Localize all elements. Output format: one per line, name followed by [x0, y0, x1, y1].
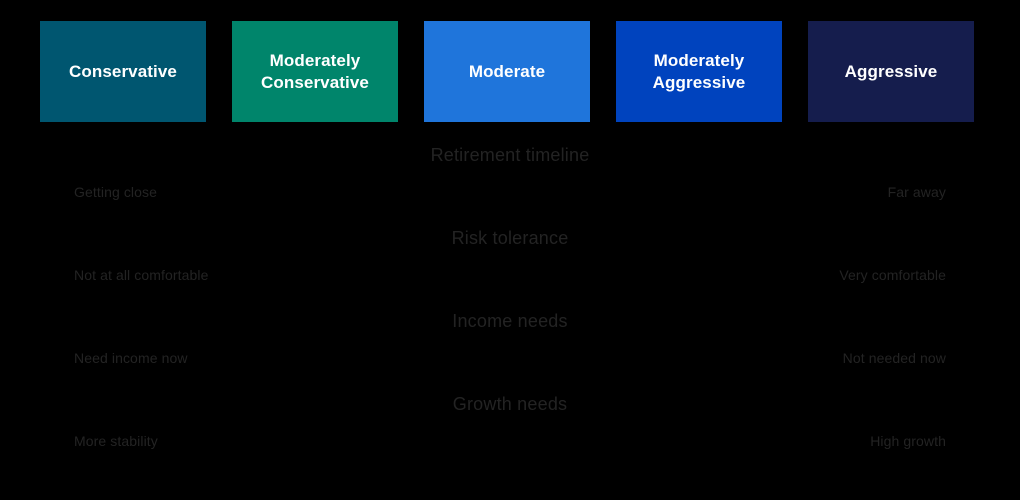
factor-slider-list: Retirement timeline Getting close Far aw…: [0, 140, 1020, 472]
risk-profile-label: Moderately Aggressive: [652, 51, 746, 92]
factor-title: Risk tolerance: [451, 228, 569, 248]
factor-right-label[interactable]: High growth: [870, 433, 946, 449]
factor-endpoints: More stability High growth: [74, 433, 946, 449]
factor-right-label[interactable]: Not needed now: [842, 350, 946, 366]
risk-profile-aggressive[interactable]: Aggressive: [808, 21, 974, 122]
risk-profile-row: Conservative Moderately Conservative Mod…: [0, 21, 1020, 122]
factor-right-label[interactable]: Very comfortable: [839, 267, 946, 283]
factor-growth-needs: Growth needs More stability High growth: [0, 389, 1020, 472]
factor-slider-track[interactable]: [74, 295, 946, 297]
factor-risk-tolerance: Risk tolerance Not at all comfortable Ve…: [0, 223, 1020, 306]
risk-profile-moderate[interactable]: Moderate: [424, 21, 590, 122]
factor-endpoints: Getting close Far away: [74, 184, 946, 200]
factor-title: Income needs: [452, 311, 568, 331]
factor-income-needs: Income needs Need income now Not needed …: [0, 306, 1020, 389]
factor-right-label[interactable]: Far away: [887, 184, 946, 200]
factor-title: Retirement timeline: [430, 145, 590, 165]
risk-profile-label: Moderately Conservative: [261, 51, 369, 92]
factor-retirement-timeline: Retirement timeline Getting close Far aw…: [0, 140, 1020, 223]
factor-slider-track[interactable]: [74, 212, 946, 214]
risk-profile-label: Moderate: [468, 61, 546, 81]
factor-left-label[interactable]: More stability: [74, 433, 158, 449]
risk-profile-conservative[interactable]: Conservative: [40, 21, 206, 122]
factor-slider-track[interactable]: [74, 461, 946, 463]
factor-left-label[interactable]: Need income now: [74, 350, 188, 366]
factor-slider-track[interactable]: [74, 378, 946, 380]
factor-endpoints: Not at all comfortable Very comfortable: [74, 267, 946, 283]
risk-profile-label: Aggressive: [844, 61, 938, 81]
factor-title: Growth needs: [452, 394, 568, 414]
risk-profile-moderately-conservative[interactable]: Moderately Conservative: [232, 21, 398, 122]
factor-left-label[interactable]: Not at all comfortable: [74, 267, 209, 283]
risk-profile-label: Conservative: [69, 61, 177, 81]
factor-left-label[interactable]: Getting close: [74, 184, 158, 200]
factor-endpoints: Need income now Not needed now: [74, 350, 946, 366]
risk-profile-moderately-aggressive[interactable]: Moderately Aggressive: [616, 21, 782, 122]
